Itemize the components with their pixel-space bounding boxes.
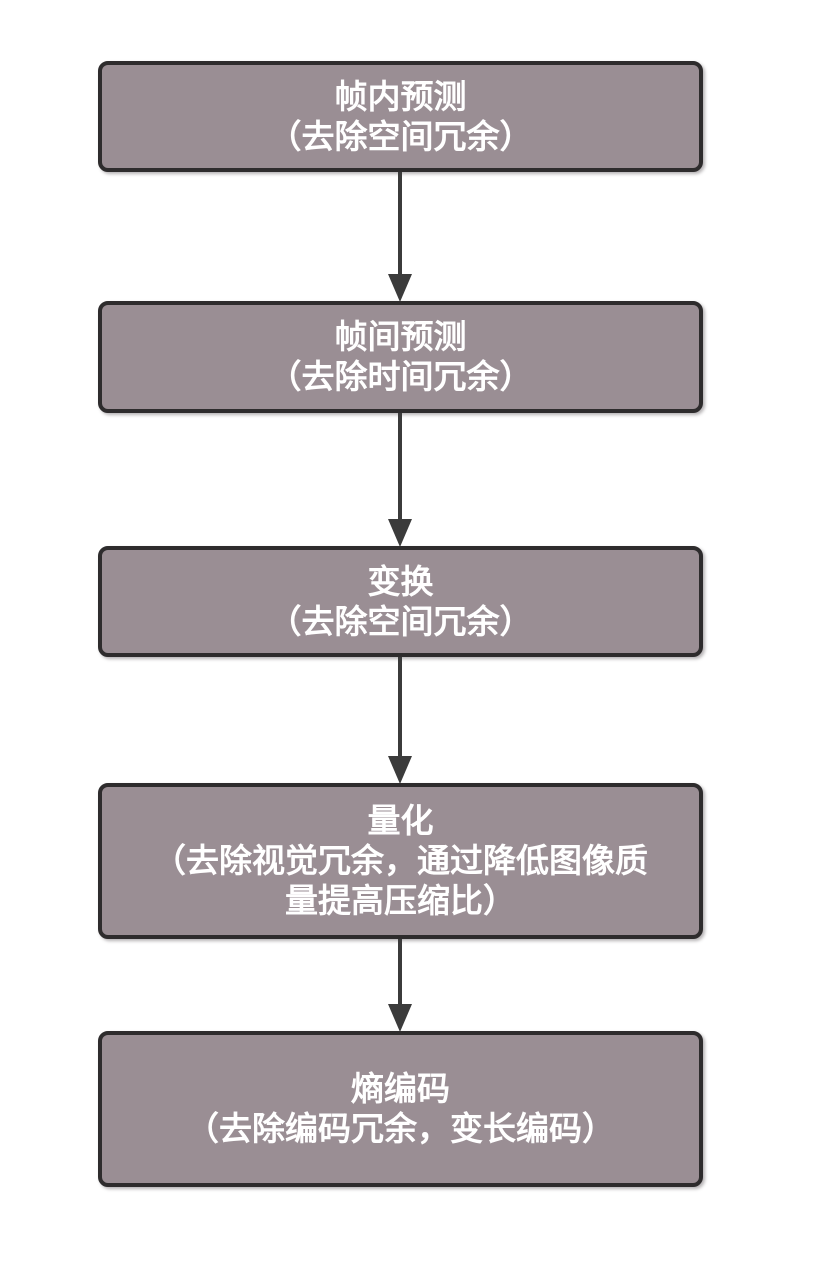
flow-node-inter-prediction: 帧间预测 （去除时间冗余） (98, 301, 703, 413)
node-title: 变换 (367, 561, 434, 601)
arrow-down-icon (388, 172, 412, 302)
node-subtitle: （去除视觉冗余，通过降低图像质量提高压缩比） (153, 841, 648, 920)
flow-node-transform: 变换 （去除空间冗余） (98, 546, 703, 657)
node-title: 帧内预测 (334, 76, 467, 116)
flow-node-entropy-coding: 熵编码 （去除编码冗余，变长编码） (98, 1031, 703, 1187)
arrow-down-icon (388, 657, 412, 784)
node-subtitle: （去除空间冗余） (268, 116, 533, 156)
node-subtitle: （去除时间冗余） (268, 357, 533, 396)
arrow-down-icon (388, 939, 412, 1032)
node-title: 熵编码 (351, 1069, 450, 1108)
flow-node-intra-prediction: 帧内预测 （去除空间冗余） (98, 61, 703, 172)
arrow-down-icon (388, 413, 412, 547)
node-subtitle: （去除空间冗余） (268, 601, 533, 641)
node-subtitle: （去除编码冗余，变长编码） (186, 1109, 615, 1148)
flow-node-quantization: 量化 （去除视觉冗余，通过降低图像质量提高压缩比） (98, 783, 703, 939)
node-title: 量化 (367, 801, 434, 840)
node-title: 帧间预测 (334, 317, 467, 356)
